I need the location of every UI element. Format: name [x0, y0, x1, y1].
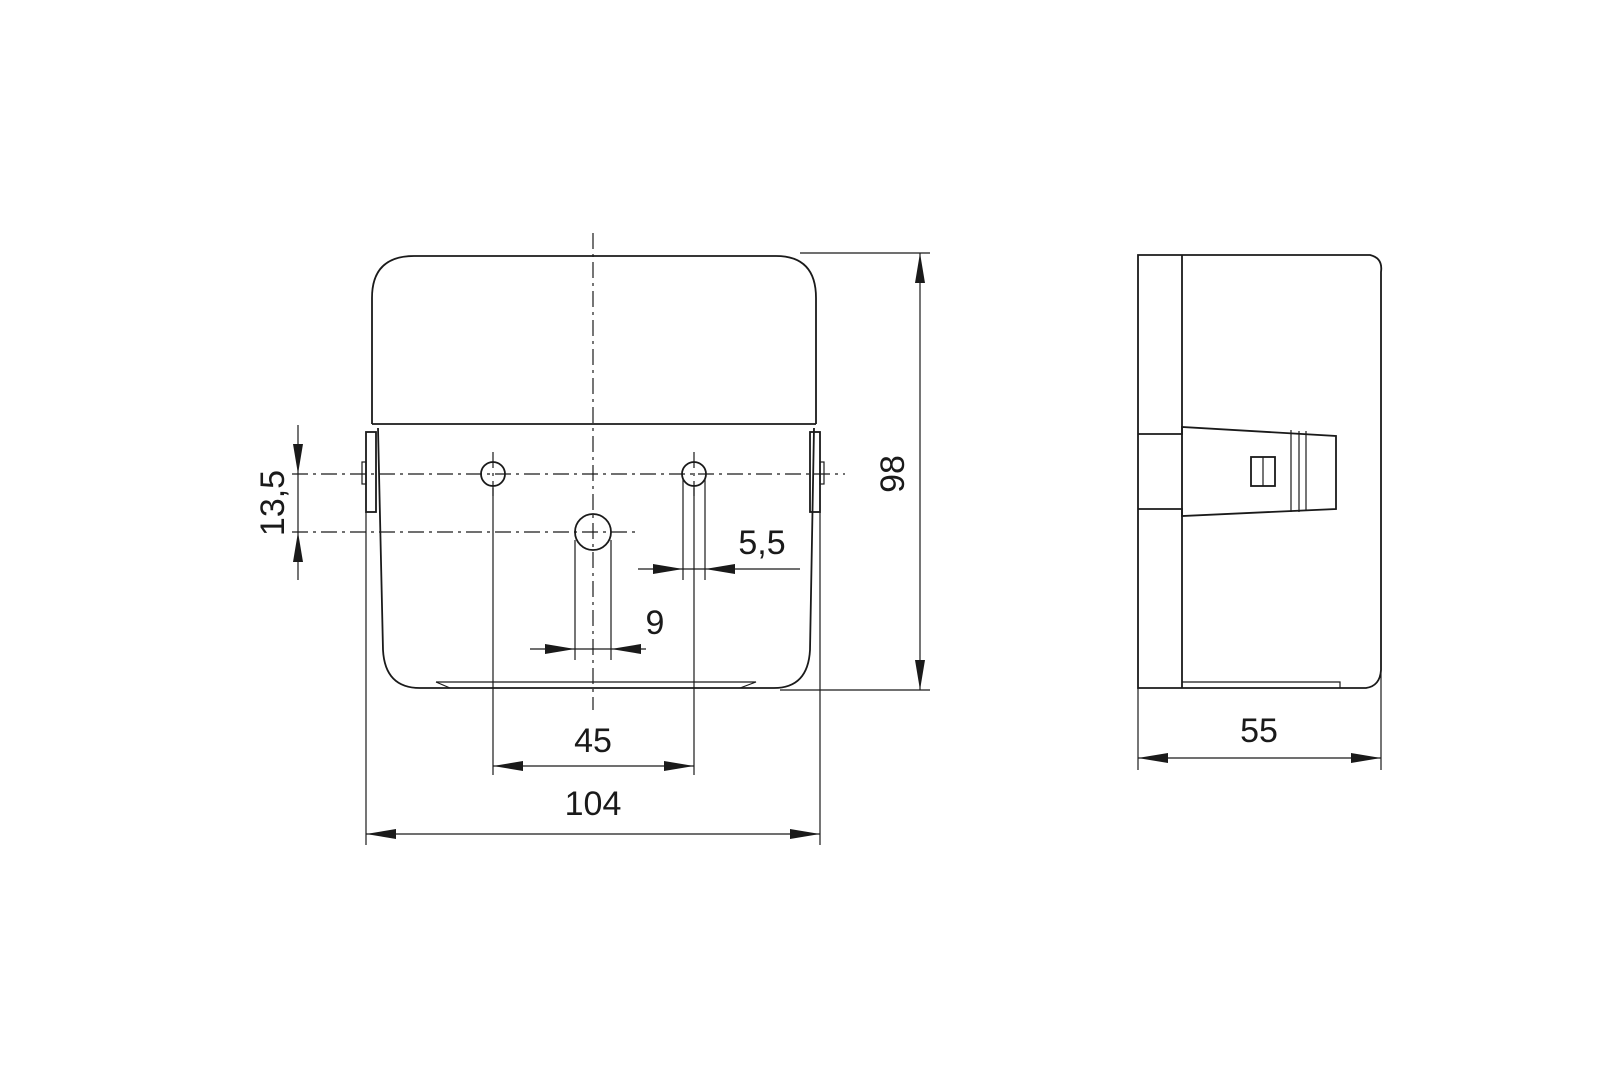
front-lens-outline	[371, 255, 817, 424]
dim-hole-diameter: 5,5	[738, 524, 785, 562]
side-view: 55	[1137, 254, 1383, 770]
right-clip	[809, 431, 821, 513]
side-mount-bracket	[1138, 426, 1337, 517]
dim-overall-height: 98	[874, 455, 912, 493]
left-clip	[365, 431, 377, 513]
front-view: 104 45 98 13,5 5,5 9	[254, 233, 930, 845]
dim-center-hole-diameter: 9	[646, 604, 665, 642]
front-bottom-lip	[436, 681, 757, 689]
dim-depth: 55	[1240, 712, 1278, 750]
front-housing-outline	[377, 427, 815, 689]
side-housing-outline	[1137, 254, 1383, 689]
dim-vertical-offset: 13,5	[254, 470, 292, 536]
dim-hole-spacing: 45	[574, 722, 612, 760]
dim-overall-width: 104	[565, 785, 622, 823]
